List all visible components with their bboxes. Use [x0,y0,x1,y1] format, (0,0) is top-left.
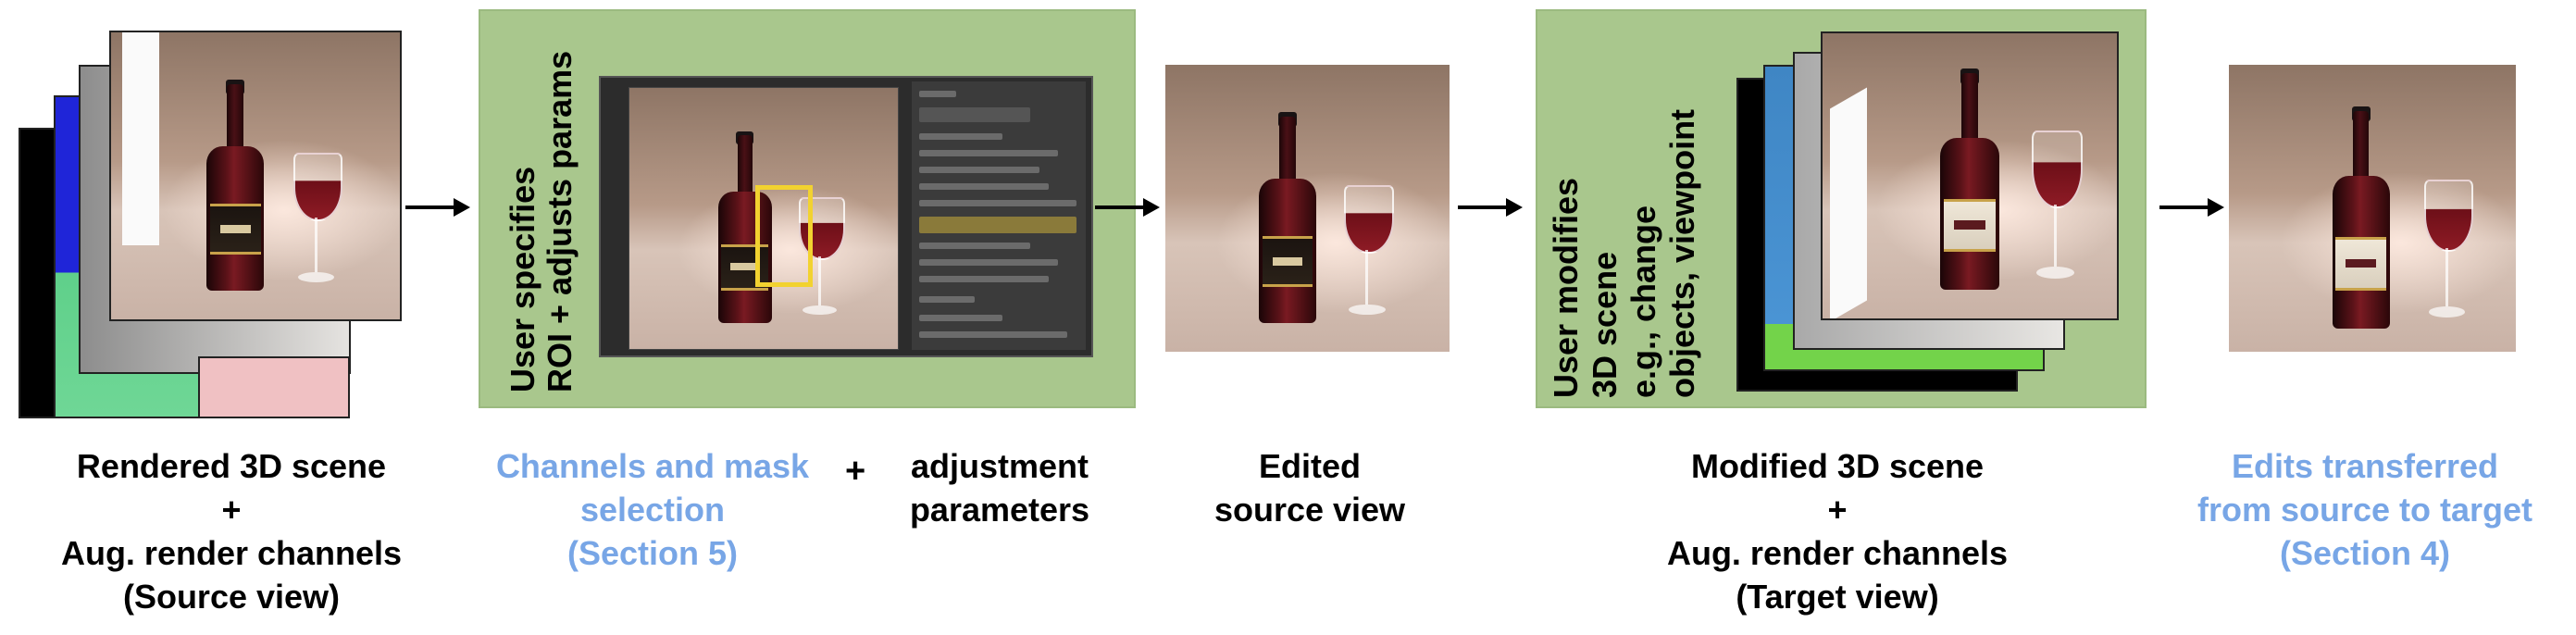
wine-bottle [1940,68,1999,291]
window-light-panel [122,32,159,245]
software-parameter-sidebar [912,81,1086,350]
caption-edited-source-view: Edited source view [1213,447,1406,529]
roi-panel-text: User specifies ROI + adjusts params [504,50,579,392]
editing-software-screenshot [599,76,1093,357]
caption-source-scene: Rendered 3D scene + Aug. render channels… [60,447,403,616]
wine-glass [798,197,846,316]
source-render-image [109,31,402,321]
wine-bottle [717,131,772,323]
caption-adjustment-parameters: adjustment parameters [909,447,1090,529]
caption-edits-transferred: Edits transferred from source to target … [2196,447,2533,572]
wine-glass [2031,130,2083,279]
modify-scene-panel: User modifies 3D scene e.g., change obje… [1536,9,2147,408]
wine-glass [1344,185,1394,315]
edited-source-view-image [1165,65,1450,352]
software-viewport-image [628,87,899,350]
transferred-target-view-image [2229,65,2516,352]
wine-bottle [205,80,265,291]
roi-panel: User specifies ROI + adjusts params [479,9,1136,408]
wine-glass [2423,180,2474,318]
wine-glass [292,153,343,282]
channel-layer-pink [198,356,350,418]
modify-panel-text: User modifies 3D scene e.g., change obje… [1547,108,1701,398]
target-render-image [1821,31,2119,320]
roi-selection-box [755,185,813,287]
caption-plus-sign: + [845,452,866,491]
window-light-panel [1830,87,1867,318]
wine-bottle [1259,112,1316,323]
caption-channels-mask-selection: Channels and mask selection (Section 5) [495,447,810,572]
wine-bottle [2332,106,2390,330]
caption-target-scene: Modified 3D scene + Aug. render channels… [1666,447,2009,616]
